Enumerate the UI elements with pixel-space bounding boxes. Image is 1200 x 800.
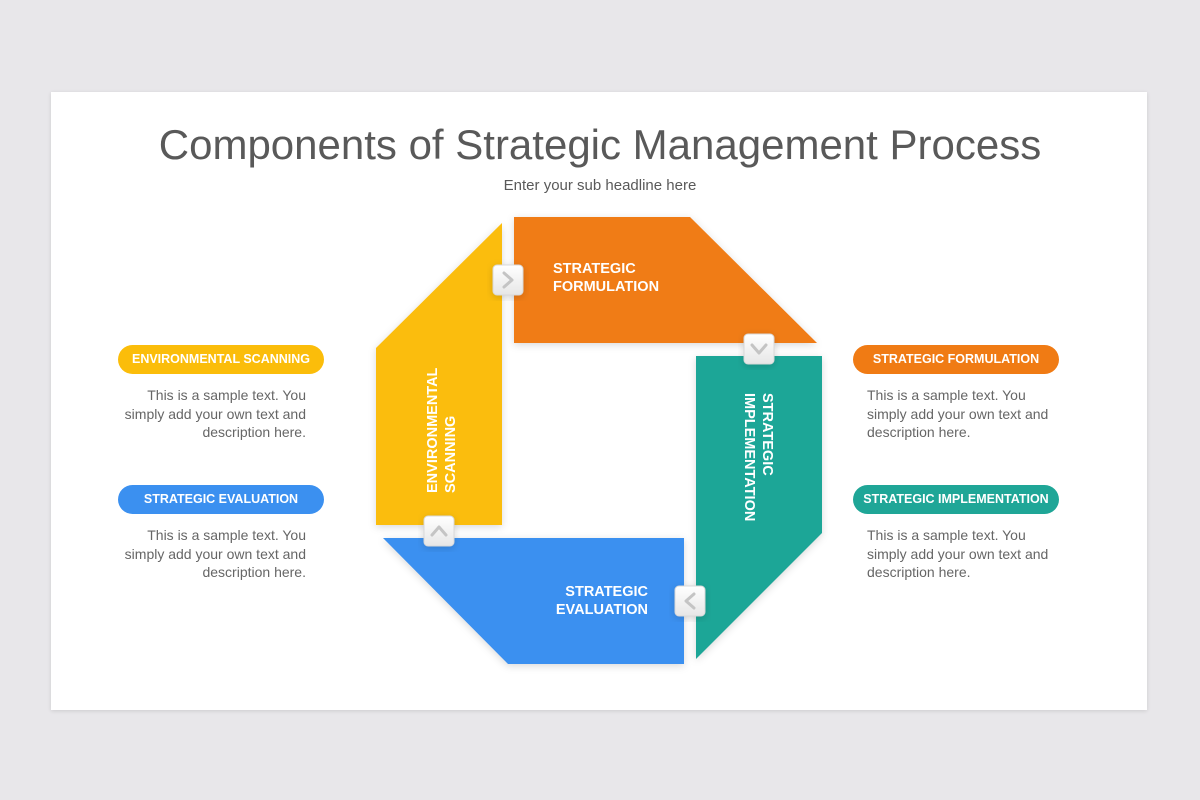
pill-environmental-scanning: ENVIRONMENTAL SCANNING [118,345,324,374]
desc-strategic-implementation: This is a sample text. You simply add yo… [867,527,1049,580]
segment-strategic-evaluation [383,538,684,664]
segment-strategic-implementation [696,356,822,659]
segment-label-formulation: STRATEGIC [553,261,636,277]
chevron-up-icon [423,515,455,547]
svg-text:STRATEGIC: STRATEGIC [759,393,775,476]
pill-strategic-evaluation: STRATEGIC EVALUATION [118,485,324,514]
page-subtitle: Enter your sub headline here [503,177,697,194]
page-title: Components of Strategic Management Proce… [158,121,1042,168]
segment-label-evaluation: STRATEGIC [565,584,648,600]
segment-strategic-formulation [514,217,817,343]
desc-strategic-evaluation: This is a sample text. You simply add yo… [124,527,306,580]
segment-label-evaluation-2: EVALUATION [556,602,648,618]
desc-environmental-scanning: This is a sample text. You simply add yo… [124,387,306,440]
chevron-right-icon [492,264,524,296]
segment-label-formulation-2: FORMULATION [553,279,659,295]
segment-label-implementation: STRATEGIC IMPLEMENTATION [741,393,775,521]
segment-label-environmental: ENVIRONMENTAL SCANNING [425,367,459,493]
chevron-left-icon [674,585,706,617]
desc-strategic-formulation: This is a sample text. You simply add yo… [867,387,1049,440]
segment-environmental-scanning [376,223,502,525]
svg-text:IMPLEMENTATION: IMPLEMENTATION [741,393,757,521]
pill-strategic-implementation: STRATEGIC IMPLEMENTATION [853,485,1059,514]
svg-text:SCANNING: SCANNING [443,416,459,493]
svg-text:ENVIRONMENTAL: ENVIRONMENTAL [425,367,441,493]
pill-strategic-formulation: STRATEGIC FORMULATION [853,345,1059,374]
chevron-down-icon [743,333,775,365]
